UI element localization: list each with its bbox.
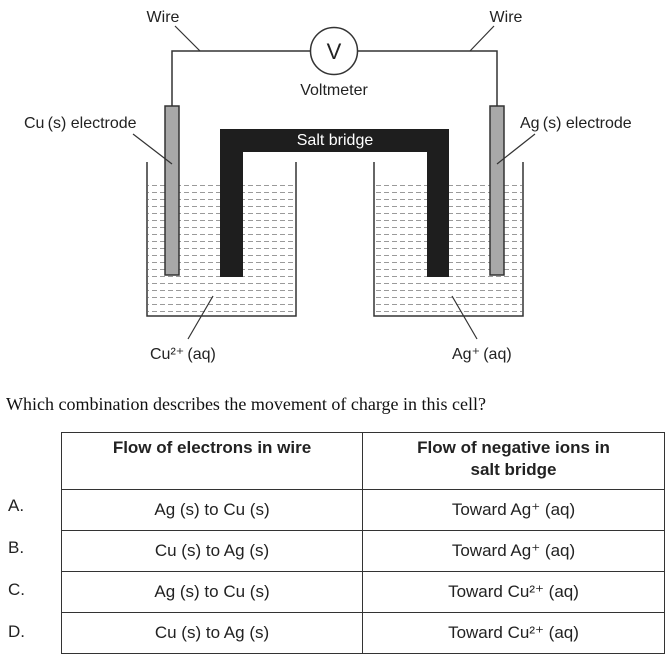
option-a-label[interactable]: A. [8, 496, 25, 515]
table-row[interactable]: Cu (s) to Ag (s) Toward Ag⁺ (aq) [61, 530, 665, 572]
table-row[interactable]: Ag (s) to Cu (s) Toward Ag⁺ (aq) [61, 489, 665, 531]
ion-flow-cell: Toward Ag⁺ (aq) [362, 530, 665, 572]
option-b-label[interactable]: B. [8, 538, 25, 557]
ion-flow-cell: Toward Cu²⁺ (aq) [362, 571, 665, 613]
header-ion-flow-text: Flow of negative ions in salt bridge [417, 438, 610, 479]
cu-electrode [164, 105, 180, 276]
ag-solution-leader [451, 295, 478, 340]
ag-electrode-label: Ag (s) electrode [520, 115, 632, 132]
salt-bridge-label: Salt bridge [297, 132, 374, 149]
option-d-label[interactable]: D. [8, 622, 25, 641]
wire-left-leader [174, 25, 201, 52]
wire-right [358, 50, 498, 107]
right-beaker [373, 162, 524, 317]
electron-flow-cell: Ag (s) to Cu (s) [61, 489, 363, 531]
ag-solution-label: Ag⁺ (aq) [452, 346, 512, 363]
table-row[interactable]: Cu (s) to Ag (s) Toward Cu²⁺ (aq) [61, 612, 665, 654]
wire-right-label: Wire [490, 9, 523, 26]
electron-flow-cell: Ag (s) to Cu (s) [61, 571, 363, 613]
answer-table: Flow of electrons in wire Flow of negati… [61, 432, 665, 654]
cu-electrode-label: Cu (s) electrode [24, 115, 137, 132]
table-header-row: Flow of electrons in wire Flow of negati… [61, 432, 665, 490]
header-electron-flow: Flow of electrons in wire [61, 432, 363, 490]
ion-flow-cell: Toward Ag⁺ (aq) [362, 489, 665, 531]
wire [171, 50, 310, 107]
electrochemical-cell-diagram: V Voltmeter Salt bridge Wire Wire Cu (s)… [24, 9, 632, 363]
wire-right-leader [469, 25, 495, 52]
header-ion-flow: Flow of negative ions in salt bridge [362, 432, 665, 490]
option-c-label[interactable]: C. [8, 580, 25, 599]
ag-electrode-leader [496, 133, 536, 165]
voltmeter-label: Voltmeter [300, 82, 368, 99]
cu-solution-label: Cu²⁺ (aq) [150, 346, 216, 363]
electron-flow-cell: Cu (s) to Ag (s) [61, 612, 363, 654]
voltmeter-symbol: V [327, 39, 342, 64]
left-beaker [146, 162, 297, 317]
voltmeter-icon [309, 26, 359, 76]
salt-bridge [220, 129, 449, 277]
cu-electrode-leader [132, 133, 173, 165]
question-text: Which combination describes the movement… [6, 394, 487, 414]
cu-solution-leader [187, 295, 214, 340]
wire-left-label: Wire [147, 9, 180, 26]
table-row[interactable]: Ag (s) to Cu (s) Toward Cu²⁺ (aq) [61, 571, 665, 613]
ag-electrode [489, 105, 505, 276]
ion-flow-cell: Toward Cu²⁺ (aq) [362, 612, 665, 654]
electron-flow-cell: Cu (s) to Ag (s) [61, 530, 363, 572]
